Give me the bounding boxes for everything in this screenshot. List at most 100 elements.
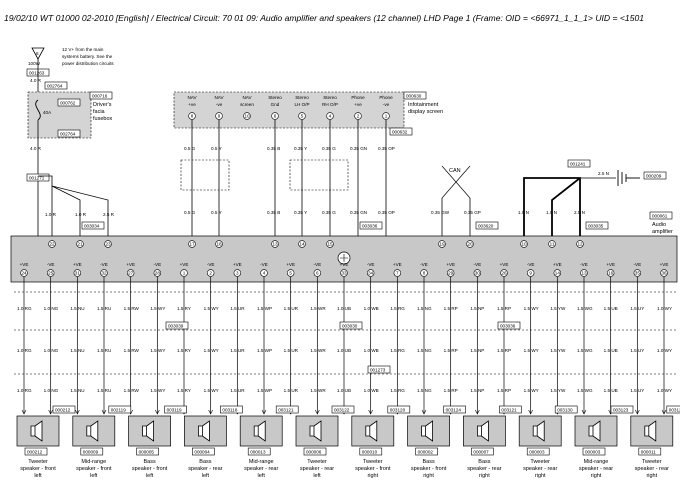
info-pin-label-0-b: +ve xyxy=(188,102,196,107)
amplifier-ref: 000061 xyxy=(652,214,668,219)
info-wire-label-lower-4: 0.35 Y xyxy=(294,210,307,215)
info-pin-number-6: 2 xyxy=(357,114,360,119)
can-wire-left-label: 0.35 GW xyxy=(431,210,450,215)
amplifier-name-line-2: amplifier xyxy=(652,229,673,235)
amp-output-pin-22: 16 xyxy=(608,271,614,276)
speaker-conn-ref-11: 003124 xyxy=(669,408,680,413)
output-wire-label-low-0: 1.0 RG xyxy=(17,388,32,393)
amplifier-ref-right-box xyxy=(585,221,609,230)
amp-output-pin-9: 4 xyxy=(263,271,266,276)
amp-output-pin-10: 5 xyxy=(289,271,292,276)
output-wire-label-4: 1.5 RW xyxy=(124,306,140,311)
speaker-conn-ref-box-8 xyxy=(499,405,522,414)
amp-top-pin-1: 21 xyxy=(77,242,83,247)
info-pin-number-1: 9 xyxy=(218,114,221,119)
output-wire-label-11: 1.5 WR xyxy=(310,306,326,311)
speaker-ref-4: 000013 xyxy=(250,450,266,455)
supply-wire-label: 4.0 R xyxy=(30,78,42,83)
amplifier-ref-left-box xyxy=(81,221,105,230)
fuse-ref: 000762 xyxy=(60,101,76,106)
amp-top-pin-4: 18 xyxy=(216,242,222,247)
speaker-conn-ref-10: 003123 xyxy=(613,408,629,413)
speaker-ref-box-5 xyxy=(303,447,327,456)
speaker-name-7-line-1: speaker - front xyxy=(411,466,447,472)
ground-ref-box xyxy=(567,159,591,168)
output-wire-label-mid-2: 1.5 NU xyxy=(70,348,84,353)
amp-output-pin-6-circle xyxy=(180,269,188,277)
speaker-name-0-line-0: Tweeter xyxy=(28,459,48,465)
speaker-icon xyxy=(30,420,43,442)
speaker-conn-ref-1: 002119 xyxy=(111,408,126,413)
battery-triangle-icon xyxy=(31,47,45,60)
amp-top-pin-3: 17 xyxy=(189,242,195,247)
speaker-name-3-line-2: left xyxy=(202,473,210,479)
speaker-conn-ref-box-5 xyxy=(331,405,355,414)
speaker-name-2-line-2: left xyxy=(146,473,154,479)
output-wire-terminal-1 xyxy=(48,409,53,415)
amp-output-pin-17-circle xyxy=(473,269,482,277)
info-pin-label-6-b: +ve xyxy=(354,102,362,107)
speaker-name-1-line-1: speaker - front xyxy=(76,466,112,472)
output-wire-terminal-7 xyxy=(208,409,213,415)
amp-output-pin-16-circle xyxy=(446,269,455,277)
mid-ref-box-2 xyxy=(367,365,391,374)
amp-top-pin-2-circle xyxy=(104,240,112,248)
output-wire-label-17: 1.5 NP xyxy=(470,306,484,311)
speaker-name-6-line-0: Tweeter xyxy=(363,459,383,465)
fusebox-name-line-2: facia xyxy=(93,109,106,115)
amp-top-pin-10-circle xyxy=(520,240,528,248)
speaker-name-1-line-0: Mid-range xyxy=(81,459,106,465)
output-wire-terminal-11 xyxy=(315,409,320,415)
infotainment-ref-box xyxy=(403,91,427,100)
amp-output-pin-20: 14 xyxy=(555,271,561,276)
info-pin-label-4-a: Stereo xyxy=(295,95,309,100)
output-wire-label-mid-14: 1.5 RG xyxy=(390,348,405,353)
infotainment-outline xyxy=(173,91,405,129)
can-cross-2 xyxy=(441,165,471,199)
amp-output-polarity-8: +VE xyxy=(233,262,242,267)
output-wire-label-low-13: 1.0 WB xyxy=(364,388,379,393)
speaker-name-9-line-1: speaker - rear xyxy=(523,466,557,472)
amp-output-polarity-24: +VE xyxy=(660,262,669,267)
amp-output-polarity-6: +VE xyxy=(180,262,189,267)
ground-ref: 001241 xyxy=(570,162,586,167)
ground-wire-b: 1.0 N xyxy=(546,210,557,215)
speaker-name-3-line-1: speaker - rear xyxy=(188,466,222,472)
amp-output-pin-1: 25 xyxy=(48,271,54,276)
speaker-ref-7: 000002 xyxy=(418,450,434,455)
speaker-icon xyxy=(86,420,99,442)
speaker-ref-0: 000212 xyxy=(27,450,43,455)
info-pin-label-7-a: Phone xyxy=(379,95,393,100)
output-wire-label-1: 1.0 NG xyxy=(44,306,59,311)
info-wire-label-7: 0.35 OP xyxy=(378,146,395,151)
output-wire-label-mid-21: 1.5 WG xyxy=(577,348,593,353)
info-wire-label-lower-6: 0.35 GN xyxy=(350,210,367,215)
info-wire-label-lower-1: 0.5 Y xyxy=(211,210,222,215)
amp-top-pin-10: 10 xyxy=(521,242,527,247)
speaker-conn-ref-0: 000212 xyxy=(55,408,71,413)
speaker-name-11-line-2: right xyxy=(646,473,657,479)
output-wire-label-22: 1.5 UB xyxy=(604,306,618,311)
amplifier-section: 000061 Audio amplifier 003034 003036 003… xyxy=(10,211,678,283)
amp-top-pin-6-circle xyxy=(298,240,306,248)
amp-output-polarity-20: +VE xyxy=(553,262,562,267)
amp-output-polarity-21: -VE xyxy=(580,262,588,267)
output-wire-label-mid-17: 1.5 NP xyxy=(470,348,484,353)
supply-lower-ref: 001271 xyxy=(29,176,45,181)
output-wire-label-low-8: 1.5 UR xyxy=(230,388,245,393)
output-wire-label-low-3: 1.5 RU xyxy=(97,388,111,393)
info-pin-label-1-b: -ve xyxy=(216,102,223,107)
speaker-name-2-line-0: Bass xyxy=(143,459,155,465)
supply-ref-top: 001263 xyxy=(29,71,45,76)
amp-top-pin-7: 15 xyxy=(327,242,333,247)
supply-wire-label-2: 4.0 R xyxy=(30,146,42,151)
output-wire-label-16: 1.5 RP xyxy=(444,306,458,311)
speaker-conn-ref-5: 003122 xyxy=(334,408,350,413)
info-pin-label-3-a: Stereo xyxy=(268,95,282,100)
output-wire-label-mid-0: 1.0 RG xyxy=(17,348,32,353)
output-wire-label-3: 1.5 RU xyxy=(97,306,111,311)
speaker-name-5-line-1: speaker - rear xyxy=(300,466,334,472)
supply-wire-c: 2.5 R xyxy=(103,212,115,217)
output-wire-label-mid-7: 1.5 WY xyxy=(204,348,219,353)
